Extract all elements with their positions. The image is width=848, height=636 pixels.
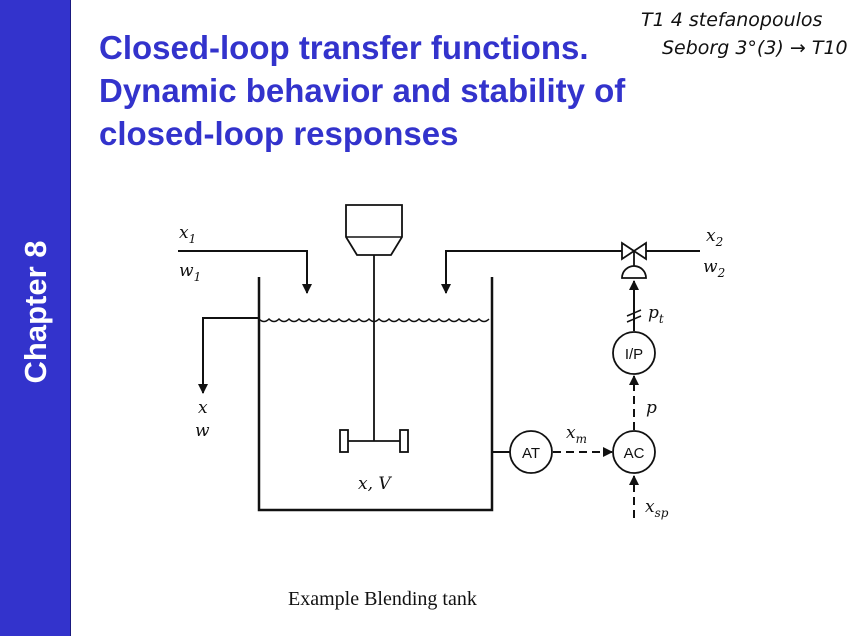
pneumatic-signal-label: pt [648,303,664,326]
analyzer-transmitter [509,430,553,474]
slide-title: Closed-loop transfer functions. Dynamic … [99,26,625,155]
title-line-2: Dynamic behavior and stability of [99,72,626,109]
controller-output-label: p [646,398,657,418]
title-line-1: Closed-loop transfer functions. [99,29,589,66]
impeller-blade-left [339,429,349,453]
mixer-motor-icon [345,204,403,256]
outlet-composition: x [198,398,208,418]
inlet-2-composition: x2 [706,226,723,249]
inlet-2-line [441,250,622,294]
outlet-line [198,317,259,394]
outlet-flow: w [195,421,210,441]
inlet-2-flow: w2 [703,257,725,280]
analyzer-controller-label: AC [624,445,645,462]
inlet-1-line [178,250,312,294]
analyzer-controller [612,430,656,474]
measured-signal-label: xm [566,423,587,446]
inlet-1-composition: x1 [179,223,196,246]
tank-contents-label: x, V [358,474,392,494]
ip-converter-label: I/P [625,346,643,363]
ip-converter [612,331,656,375]
chapter-sidebar: Chapter 8 [0,0,71,636]
analyzer-transmitter-label: AT [522,445,540,462]
impeller-blade-right [399,429,409,453]
tank-wall [257,277,494,512]
setpoint-label: xsp [645,497,669,520]
inlet-1-flow: w1 [179,261,201,284]
valve-actuator-icon [621,265,647,279]
figure-caption: Example Blending tank [288,588,477,610]
title-line-3: closed-loop responses [99,115,459,152]
